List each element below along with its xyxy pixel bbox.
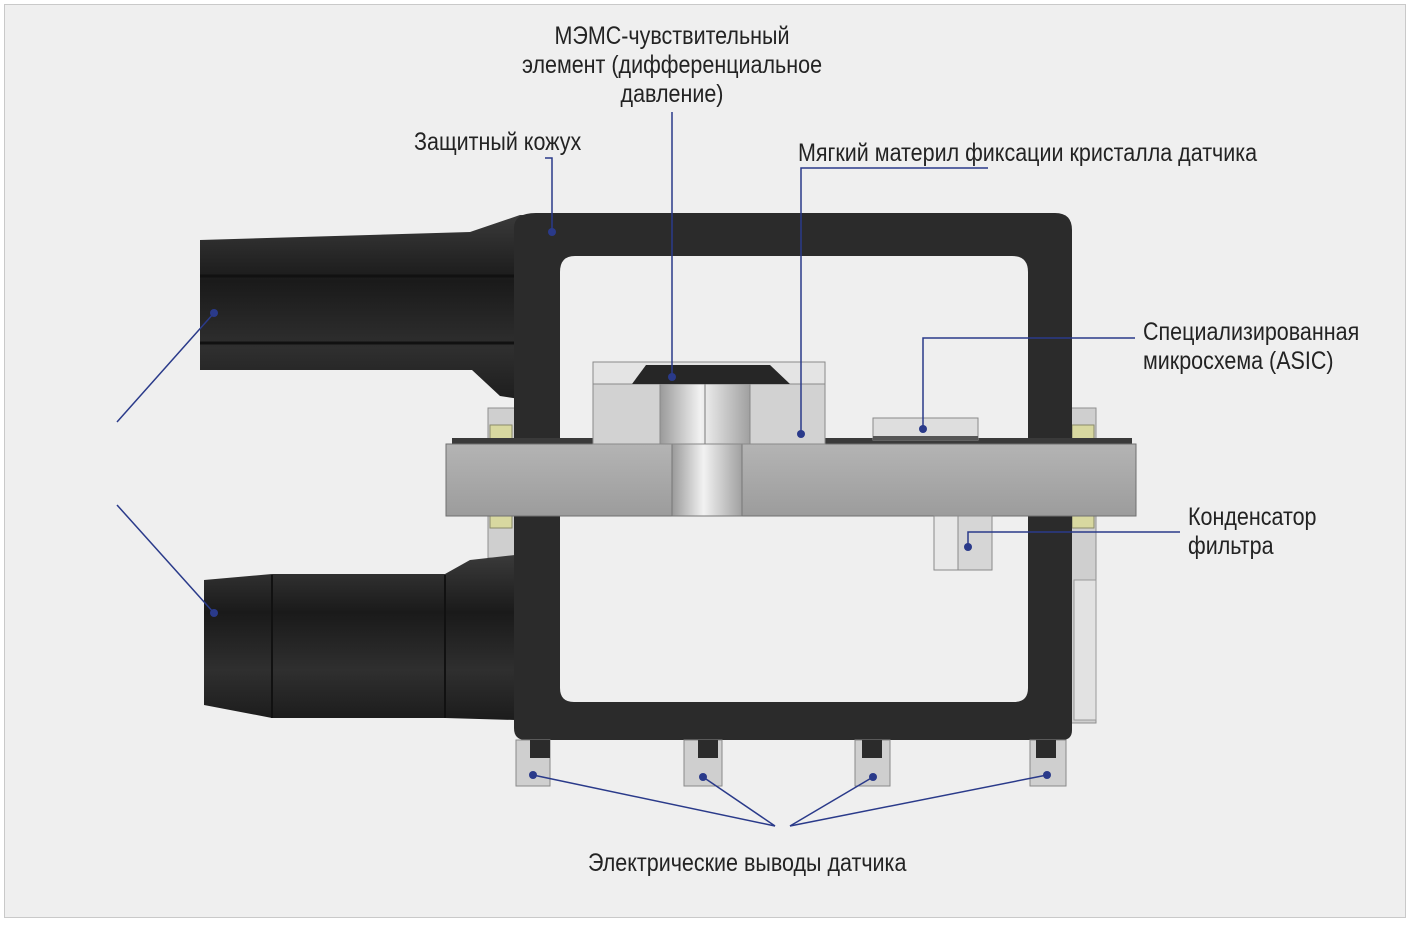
- mems-element-label: МЭМС-чувствительный элемент (дифференциа…: [521, 22, 823, 108]
- filter-capacitor: [933, 515, 993, 571]
- mems-assembly: [592, 361, 826, 445]
- circuit-board: [445, 438, 1137, 517]
- leader-lines: [116, 112, 1180, 827]
- electrical-leads: [515, 739, 1067, 787]
- lower-pressure-port: [204, 555, 515, 720]
- soft-material-label: Мягкий материл фиксации кристалла датчик…: [798, 139, 1258, 167]
- protective-housing-label: Защитный кожух: [414, 128, 582, 156]
- electrical-leads-label: Электрические выводы датчика: [588, 849, 907, 877]
- leader-dots: [210, 228, 1051, 781]
- filter-capacitor-label: Конденсатор фильтра: [1188, 503, 1317, 560]
- asic-label: Специализированная микросхема (ASIC): [1143, 318, 1360, 375]
- upper-pressure-port: [200, 215, 560, 405]
